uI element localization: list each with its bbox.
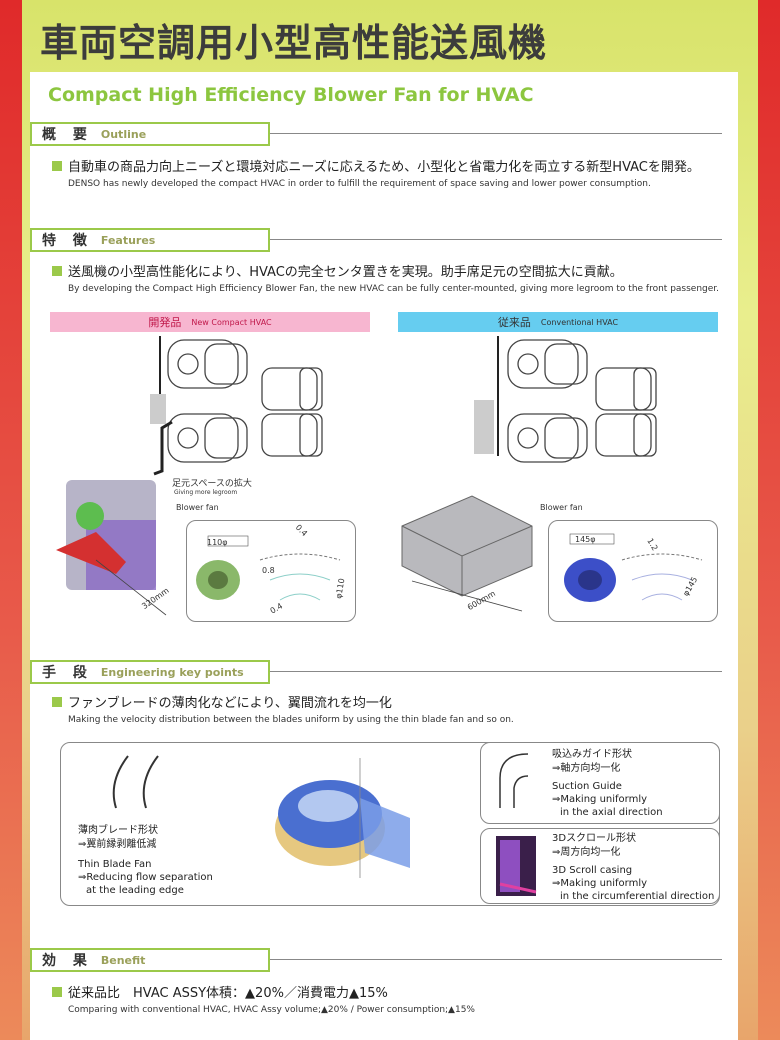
blower-fan-label-new: Blower fan xyxy=(176,503,219,512)
conv-hvac-unit-image xyxy=(401,495,533,612)
suction-guide-icon xyxy=(499,753,529,808)
benefit-bullet: 従来品比 HVAC ASSY体積：▲20%／消費電力▲15% xyxy=(52,982,388,1001)
suction-guide-box xyxy=(480,742,720,824)
conv-label-jp: 従来品 xyxy=(497,316,531,329)
section-outline-rule xyxy=(270,133,722,134)
engineering-bullet: ファンブレードの薄肉化などにより、翼間流れを均一化 xyxy=(52,692,392,711)
scroll-en1: 3D Scroll casing xyxy=(552,865,633,876)
features-bullet: 送風機の小型高性能化により、HVACの完全センタ置きを実現。助手席足元の空間拡大… xyxy=(52,261,623,280)
thin-blade-en2: ⇒Reducing flow separation xyxy=(78,872,213,883)
scroll-jp1: 3Dスクロール形状 xyxy=(552,833,637,844)
section-features-header: 特 徴 Features xyxy=(30,228,270,252)
engineering-text-jp: ファンブレードの薄肉化などにより、翼間流れを均一化 xyxy=(68,696,392,711)
bullet-square-icon xyxy=(52,696,62,707)
section-engineering-rule xyxy=(270,671,722,672)
section-features-jp: 特 徴 xyxy=(42,233,93,249)
page-title: 車両空調用小型高性能送風機 xyxy=(40,21,548,65)
left-edge-band xyxy=(0,0,22,1040)
thin-blade-en3: at the leading edge xyxy=(86,885,184,896)
bullet-square-icon xyxy=(52,160,62,171)
benefit-text-jp: 従来品比 HVAC ASSY体積：▲20%／消費電力▲15% xyxy=(68,986,388,1001)
section-features-en: Features xyxy=(100,233,156,247)
conventional-hvac-label: 従来品 Conventional HVAC xyxy=(398,312,718,332)
scroll-en3: in the circumferential direction xyxy=(560,891,715,902)
outline-text-en: DENSO has newly developed the compact HV… xyxy=(68,179,651,189)
section-outline-jp: 概 要 xyxy=(42,127,93,143)
suction-en1: Suction Guide xyxy=(552,781,622,792)
section-benefit-jp: 効 果 xyxy=(42,953,93,969)
new-hvac-unit-image xyxy=(56,480,167,616)
bullet-square-icon xyxy=(52,986,62,997)
new-label-en: New Compact HVAC xyxy=(191,317,272,327)
blower-fan-3d-image xyxy=(275,758,410,878)
section-engineering-header: 手 段 Engineering key points xyxy=(30,660,270,684)
section-outline-en: Outline xyxy=(100,127,147,141)
legroom-jp: 足元スペースの拡大 xyxy=(172,479,252,489)
right-edge-band xyxy=(758,0,780,1040)
page-subtitle: Compact High Efficiency Blower Fan for H… xyxy=(48,84,534,106)
new-seat-layout-diagram xyxy=(150,336,323,476)
suction-jp2: ⇒軸方向均一化 xyxy=(552,763,621,774)
new-fan-detail-diagram xyxy=(196,535,341,601)
thin-blade-icon xyxy=(112,755,159,809)
scroll-en2: ⇒Making uniformly xyxy=(552,878,648,889)
section-benefit-header: 効 果 Benefit xyxy=(30,948,270,972)
section-outline-header: 概 要 Outline xyxy=(30,122,270,146)
engineering-text-en: Making the velocity distribution between… xyxy=(68,715,514,725)
legroom-en: Giving more legroom xyxy=(174,489,238,496)
new-fan-dia: 110φ xyxy=(207,538,228,547)
new-compact-hvac-label: 開発品 New Compact HVAC xyxy=(50,312,370,332)
section-benefit-en: Benefit xyxy=(100,953,146,967)
suction-en3: in the axial direction xyxy=(560,807,663,818)
benefit-text-en: Comparing with conventional HVAC, HVAC A… xyxy=(68,1005,475,1015)
section-engineering-jp: 手 段 xyxy=(42,665,93,681)
features-text-jp: 送風機の小型高性能化により、HVACの完全センタ置きを実現。助手席足元の空間拡大… xyxy=(68,265,623,280)
conv-label-en: Conventional HVAC xyxy=(540,317,619,327)
suction-en2: ⇒Making uniformly xyxy=(552,794,648,805)
conv-fan-detail-diagram xyxy=(564,533,703,602)
thin-blade-jp2: ⇒翼前縁剥離低減 xyxy=(78,839,157,850)
section-benefit-rule xyxy=(270,959,722,960)
features-text-en: By developing the Compact High Efficienc… xyxy=(68,284,720,294)
new-label-jp: 開発品 xyxy=(148,316,182,329)
conv-fan-dia: 145φ xyxy=(575,535,596,544)
suction-jp1: 吸込みガイド形状 xyxy=(552,749,632,760)
bullet-square-icon xyxy=(52,265,62,276)
outline-text-jp: 自動車の商品力向上ニーズと環境対応ニーズに応えるため、小型化と省電力化を両立する… xyxy=(68,160,700,175)
section-features-rule xyxy=(270,239,722,240)
blower-fan-label-conv: Blower fan xyxy=(540,503,583,512)
thin-blade-en1: Thin Blade Fan xyxy=(78,859,152,870)
new-fan-d2: 0.8 xyxy=(262,566,275,575)
scroll-casing-icon xyxy=(496,836,537,896)
outline-bullet: 自動車の商品力向上ニーズと環境対応ニーズに応えるため、小型化と省電力化を両立する… xyxy=(52,156,700,175)
section-engineering-en: Engineering key points xyxy=(100,665,244,679)
scroll-jp2: ⇒周方向均一化 xyxy=(552,847,621,858)
thin-blade-jp1: 薄肉ブレード形状 xyxy=(78,825,158,836)
conv-seat-layout-diagram xyxy=(474,336,657,463)
